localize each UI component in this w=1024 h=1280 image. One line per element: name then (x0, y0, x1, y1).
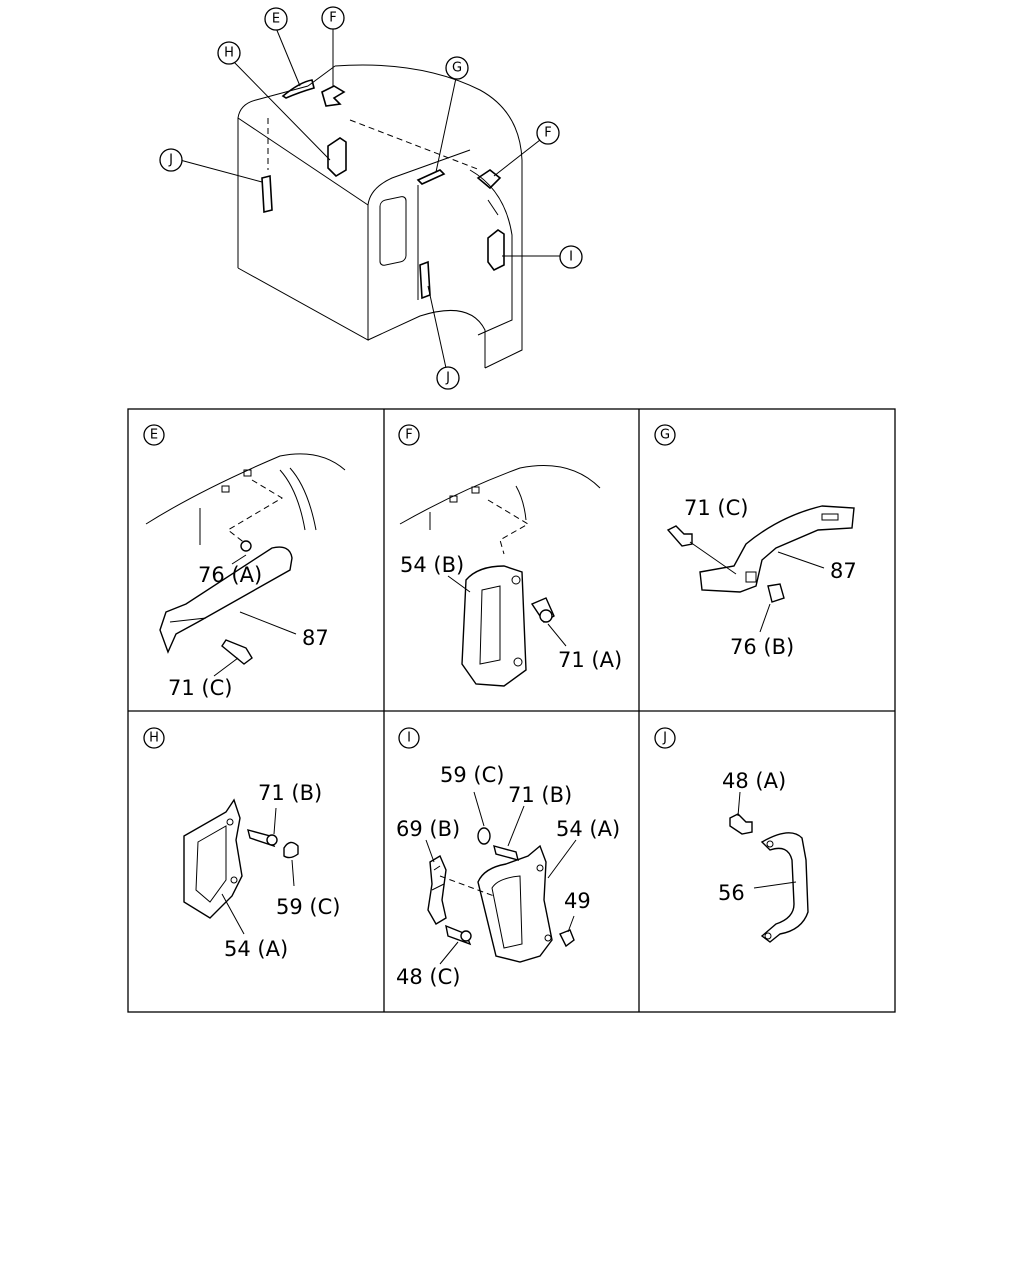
callout-i: I (569, 250, 573, 265)
label-76a: 76 (A) (198, 563, 262, 587)
label-i-54a: 54 (A) (556, 817, 620, 841)
panel-i: I 59 (C) 71 (B) 69 (B) 54 (A) 49 48 (C) (396, 727, 620, 989)
panel-g: G 71 (C) 87 76 (B) (654, 424, 857, 659)
panel-i-letter: I (407, 731, 411, 746)
label-54b: 54 (B) (400, 553, 464, 577)
label-h-59c: 59 (C) (276, 895, 340, 919)
label-76b: 76 (B) (730, 635, 794, 659)
panel-j: J 48 (A) 56 (654, 727, 809, 943)
panel-h-letter: H (149, 731, 159, 746)
cab-overview: E F H J G F I J (159, 6, 583, 390)
label-87: 87 (302, 626, 329, 650)
callout-j-bottom: J (445, 371, 450, 386)
panel-h: H 71 (B) 59 (C) 54 (A) (143, 727, 340, 961)
label-71a: 71 (A) (558, 648, 622, 672)
panel-j-letter: J (662, 731, 667, 746)
callout-h: H (224, 46, 234, 61)
panel-g-letter: G (660, 428, 670, 443)
label-g-71c: 71 (C) (684, 496, 748, 520)
label-48c: 48 (C) (396, 965, 460, 989)
label-49: 49 (564, 889, 591, 913)
label-56: 56 (718, 881, 745, 905)
label-71c: 71 (C) (168, 676, 232, 700)
label-69b: 69 (B) (396, 817, 460, 841)
panel-f-letter: F (405, 428, 412, 443)
callout-e-top: E (272, 12, 280, 27)
label-i-59c: 59 (C) (440, 763, 504, 787)
detail-grid (127, 408, 896, 1013)
label-h-54a: 54 (A) (224, 937, 288, 961)
panel-e: E 76 (A) 87 71 (C) (143, 424, 346, 700)
callout-g: G (452, 61, 462, 76)
panel-e-letter: E (150, 428, 158, 443)
callout-f-right: F (544, 126, 551, 141)
panel-f: F 54 (B) 71 (A) (398, 424, 622, 687)
label-g-87: 87 (830, 559, 857, 583)
callout-j-left: J (168, 153, 173, 168)
label-48a: 48 (A) (722, 769, 786, 793)
label-i-71b: 71 (B) (508, 783, 572, 807)
label-h-71b: 71 (B) (258, 781, 322, 805)
callout-f-top: F (329, 11, 336, 26)
